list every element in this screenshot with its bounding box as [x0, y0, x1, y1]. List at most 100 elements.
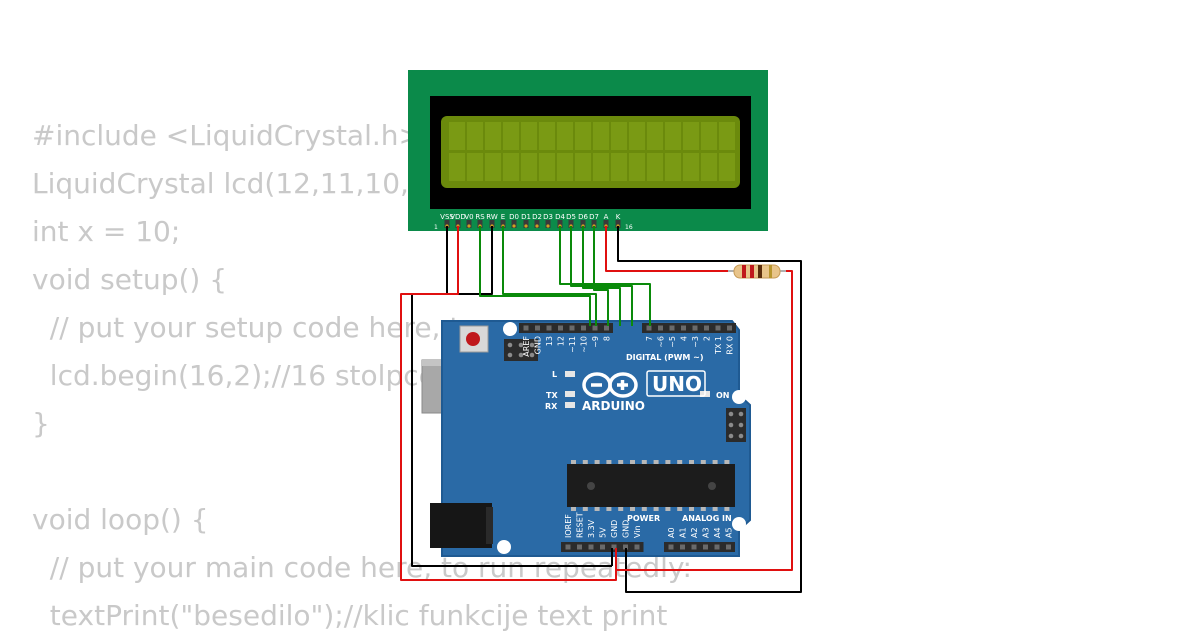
header-pin-socket[interactable] [727, 325, 732, 331]
icsp-header-right [726, 408, 746, 442]
lcd-pin-label: VSS [440, 213, 454, 221]
lcd-pin [523, 220, 529, 228]
header-pin-socket[interactable] [523, 325, 529, 331]
chip-leg [630, 460, 635, 464]
lcd-cell [629, 153, 645, 181]
header-pin-socket[interactable] [569, 325, 575, 331]
header-pin-socket[interactable] [565, 544, 571, 550]
lcd-cell [683, 153, 699, 181]
chip-notch [708, 482, 716, 490]
lcd-cell [719, 122, 735, 150]
chip-leg [641, 507, 647, 511]
lcd-pin-label: VDD [450, 213, 466, 221]
code-line: #include <LiquidCrystal.h> [32, 119, 422, 152]
header-pin-socket[interactable] [604, 325, 609, 331]
header-pin-socket[interactable] [668, 544, 674, 550]
header-pin-label: 3.3V [587, 519, 596, 538]
chip-leg [594, 460, 600, 464]
lcd-pin [557, 220, 563, 228]
chip-leg [582, 507, 588, 511]
arduino-infinity-logo-icon [582, 372, 638, 398]
header-pin-socket[interactable] [715, 325, 721, 331]
chip-leg [677, 507, 683, 511]
mounting-hole [503, 322, 517, 336]
code-line: int x = 10; [32, 215, 181, 248]
led-rx-label: RX [545, 402, 558, 411]
header-pin-socket[interactable] [704, 325, 709, 331]
header-pin-label: GND [534, 336, 543, 354]
lcd-cell [611, 153, 627, 181]
lcd-cell [467, 153, 483, 181]
lcd-pin-pad [512, 224, 516, 228]
header-pin-socket[interactable] [588, 544, 594, 550]
wire-e-d11 [502, 226, 597, 326]
header-pin-label: TX 1 [714, 336, 723, 355]
lcd-pin [466, 220, 472, 228]
lcd-cell [719, 153, 735, 181]
lcd-pin-label: RS [475, 213, 485, 221]
pin-header [642, 323, 736, 333]
header-pin-label: ~5 [668, 336, 677, 348]
header-pin-socket[interactable] [581, 325, 586, 331]
lcd-cell [503, 153, 519, 181]
lcd-pin-label: V0 [464, 213, 473, 221]
header-pin-socket[interactable] [681, 325, 686, 331]
board-model: UNO [652, 372, 702, 396]
header-pin-socket[interactable] [658, 325, 663, 331]
reset-button-cap[interactable] [466, 332, 480, 346]
header-pin-socket[interactable] [680, 544, 685, 550]
header-pin-socket[interactable] [546, 325, 552, 331]
led-rx [565, 402, 575, 408]
header-pin-socket[interactable] [669, 325, 675, 331]
header-pin-socket[interactable] [634, 544, 640, 550]
wire-5v-vdd [400, 226, 617, 581]
chip-leg [653, 460, 659, 464]
header-pin-label: 12 [557, 336, 566, 346]
header-pin-socket[interactable] [558, 325, 563, 331]
wire-backlight-a [605, 226, 734, 272]
header-pin-label: A2 [690, 527, 699, 538]
header-pin-socket[interactable] [535, 325, 540, 331]
header-pin-socket[interactable] [577, 544, 582, 550]
lcd-pin-label: D6 [578, 213, 588, 221]
chip-leg [641, 460, 647, 464]
power-label: POWER [627, 514, 660, 523]
lcd-cell [485, 122, 501, 150]
chip-leg [712, 460, 718, 464]
chip-leg [653, 507, 659, 511]
header-pin-socket[interactable] [726, 544, 731, 550]
lcd-cell [593, 122, 609, 150]
lcd-pin-label: D2 [532, 213, 542, 221]
lcd-cell [665, 153, 681, 181]
header-pin-socket[interactable] [691, 544, 697, 550]
chip-leg [677, 460, 683, 464]
header-pin-label: ~11 [568, 336, 577, 353]
lcd-pin-pad [535, 224, 539, 228]
wires [400, 226, 802, 593]
lcd-pin [603, 220, 609, 228]
lcd-cell [449, 122, 465, 150]
header-pin-socket[interactable] [592, 325, 598, 331]
lcd-pin-label: D3 [543, 213, 553, 221]
lcd-cell [647, 153, 663, 181]
header-pin-socket[interactable] [703, 544, 708, 550]
chip-leg [724, 507, 730, 511]
lcd-pin [534, 220, 540, 228]
header-pin-socket[interactable] [611, 544, 617, 550]
header-pin-socket[interactable] [623, 544, 628, 550]
header-pin-socket[interactable] [692, 325, 698, 331]
code-line: textPrint("besedilo");//klic funkcije te… [32, 599, 668, 632]
lcd-pin [591, 220, 597, 228]
led-on-label: ON [716, 391, 730, 400]
header-pin-socket[interactable] [600, 544, 605, 550]
header-pin-socket[interactable] [714, 544, 720, 550]
analog-label: ANALOG IN [682, 514, 732, 523]
chip-leg [606, 460, 612, 464]
lcd-pin [455, 220, 461, 228]
chip-leg [700, 460, 706, 464]
wire-d7-d2 [593, 226, 609, 326]
header-pin-socket[interactable] [646, 325, 652, 331]
pin-header [519, 323, 613, 333]
